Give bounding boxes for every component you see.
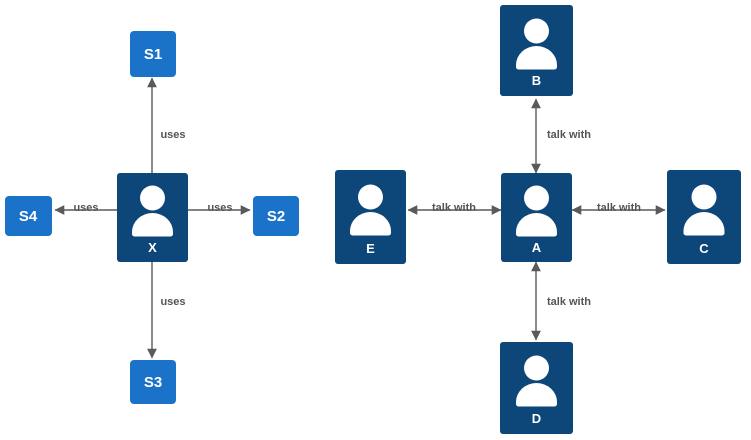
person-icon	[516, 185, 557, 237]
node-s2-label: S2	[267, 208, 285, 225]
node-s2[interactable]: S2	[253, 196, 299, 236]
person-icon	[683, 184, 725, 236]
edge-x-s1-label: uses	[160, 129, 185, 141]
node-c[interactable]: C	[667, 170, 741, 264]
edge-a-c: talk with	[571, 202, 666, 215]
person-icon	[350, 184, 391, 236]
node-s1-box[interactable]	[130, 31, 176, 77]
edge-x-s2-label: uses	[207, 202, 232, 214]
edge-a-b: talk with	[531, 98, 591, 174]
node-s2-box[interactable]	[253, 196, 299, 236]
node-d-label: D	[532, 411, 541, 426]
edge-x-s4: uses	[54, 202, 117, 215]
edge-a-d-label: talk with	[547, 296, 591, 308]
edge-x-s3: uses	[147, 262, 186, 359]
edge-a-d: talk with	[531, 261, 591, 341]
node-s1[interactable]: S1	[130, 31, 176, 77]
node-s3[interactable]: S3	[130, 360, 176, 404]
node-x-label: X	[148, 240, 157, 255]
node-b-label: B	[532, 73, 541, 88]
edge-x-s4-label: uses	[73, 202, 98, 214]
edge-a-b-label: talk with	[547, 129, 591, 141]
node-a-label: A	[532, 240, 542, 255]
node-x[interactable]: X	[117, 173, 188, 262]
edge-x-s1: uses	[147, 77, 186, 173]
node-s4-box[interactable]	[5, 196, 52, 236]
node-s3-label: S3	[144, 374, 162, 391]
node-s3-box[interactable]	[130, 360, 176, 404]
node-a[interactable]: A	[501, 173, 572, 262]
edge-x-s2: uses	[188, 202, 251, 215]
edge-a-e: talk with	[407, 202, 502, 215]
edge-x-s3-label: uses	[160, 296, 185, 308]
node-c-label: C	[699, 241, 709, 256]
node-b[interactable]: B	[500, 5, 573, 96]
node-s4[interactable]: S4	[5, 196, 52, 236]
node-d[interactable]: D	[500, 342, 573, 434]
node-s1-label: S1	[144, 46, 162, 63]
node-s4-label: S4	[19, 208, 38, 225]
person-icon	[132, 185, 173, 237]
node-e-label: E	[366, 241, 375, 256]
edge-a-e-label: talk with	[432, 202, 476, 214]
edge-a-c-label: talk with	[597, 202, 641, 214]
person-icon	[516, 355, 557, 407]
person-icon	[516, 18, 557, 70]
node-e[interactable]: E	[335, 170, 406, 264]
